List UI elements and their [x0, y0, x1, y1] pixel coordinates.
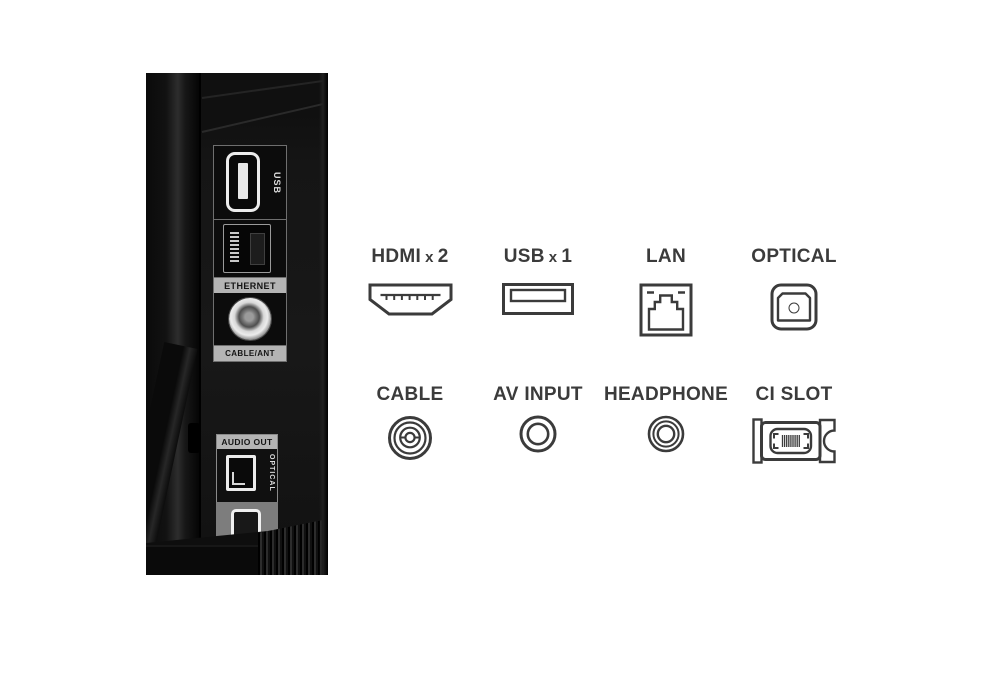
tv-optical-label: OPTICAL: [268, 454, 275, 492]
tv-usb-port: USB: [214, 146, 286, 220]
cable-port-icon: [387, 415, 433, 461]
legend-item-headphone: HEADPHONE: [604, 384, 728, 467]
tv-optical-port: OPTICAL: [217, 449, 277, 502]
optical-port-icon: [770, 283, 818, 331]
legend-label-ci-slot: CI SLOT: [755, 384, 833, 405]
legend-item-optical: OPTICAL: [751, 246, 837, 384]
headphone-port-icon: [647, 415, 685, 453]
usb-tongue: [238, 163, 248, 199]
rj45-pins: [230, 232, 239, 264]
tv-panel-edge-highlight: [201, 78, 328, 99]
tv-port-column: USB ETHERNET CABLE/ANT: [213, 145, 287, 362]
legend-label-cable: CABLE: [376, 384, 444, 405]
tv-cable-ant-label: CABLE/ANT: [214, 345, 286, 361]
tv-cable-ant-port: [214, 293, 286, 345]
legend-label-headphone: HEADPHONE: [603, 384, 729, 405]
legend-item-cable: CABLE: [377, 384, 444, 467]
legend-item-ci-slot: CI SLOT: [751, 384, 837, 467]
tv-right-edge: [319, 73, 328, 575]
lan-port-icon: [639, 283, 693, 337]
tv-ethernet-label: ETHERNET: [214, 277, 286, 293]
tv-seam-line: [199, 73, 201, 575]
ci-slot-icon: [751, 415, 837, 467]
legend-label-lan: LAN: [646, 246, 686, 267]
rj45-clip: [250, 233, 265, 265]
optical-connector-graphic: [226, 455, 256, 491]
rj45-jack-graphic: [223, 224, 271, 273]
legend-item-lan: LAN: [639, 246, 693, 384]
tv-audio-out-label: AUDIO OUT: [217, 435, 277, 449]
usb-port-icon: [502, 283, 574, 315]
legend-label-av-input: AV INPUT: [493, 384, 583, 405]
av-input-port-icon: [519, 415, 557, 453]
usb-connector-graphic: [226, 152, 260, 212]
tv-stand-notch: [188, 423, 200, 453]
tv-usb-label: USB: [272, 171, 282, 194]
legend-label-optical: OPTICAL: [751, 246, 837, 267]
tv-ethernet-port: [214, 220, 286, 277]
hdmi-port-icon: [368, 283, 453, 316]
tv-back-panel-photo: USB ETHERNET CABLE/ANT AUDIO OUT OPTICAL: [146, 73, 328, 575]
coax-connector-graphic: [229, 298, 271, 340]
legend-item-av-input: AV INPUT: [493, 384, 583, 467]
tv-audio-out-section: AUDIO OUT OPTICAL: [216, 434, 278, 503]
